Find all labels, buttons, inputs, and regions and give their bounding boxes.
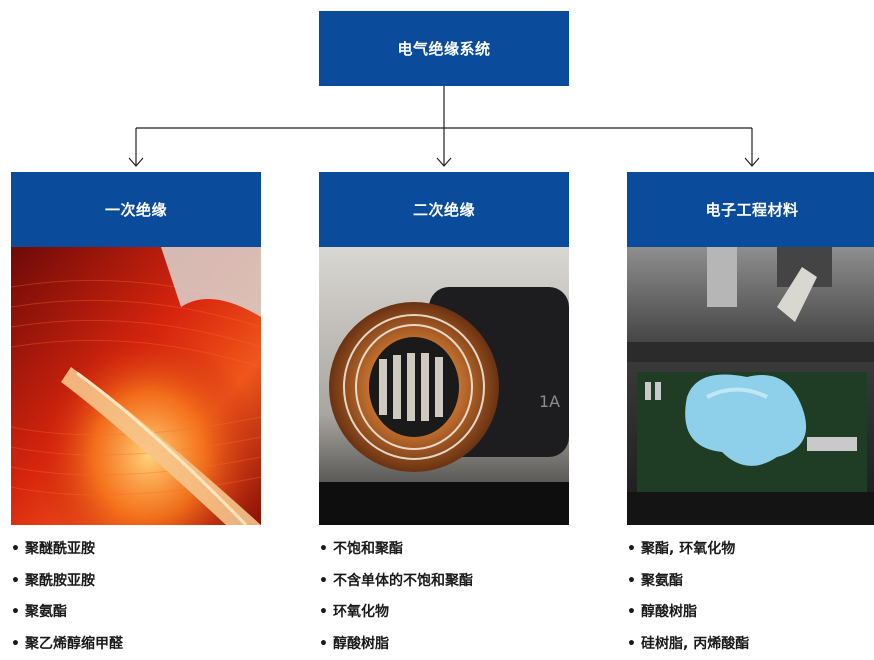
list-item: •醇酸树脂 — [319, 629, 473, 660]
svg-text:1A: 1A — [539, 392, 560, 411]
list-item: •环氧化物 — [319, 597, 473, 629]
list-item: •聚氨酯 — [627, 566, 749, 598]
material-list-electronics: •聚酯, 环氧化物 •聚氨酯 •醇酸树脂 •硅树脂, 丙烯酸酯 — [627, 534, 749, 660]
bullet-icon: • — [11, 534, 25, 566]
bullet-icon: • — [627, 629, 641, 660]
list-item: •聚醚酰亚胺 — [11, 534, 123, 566]
category-box-electronics: 电子工程材料 — [627, 172, 874, 247]
bullet-icon: • — [627, 566, 641, 598]
bullet-icon: • — [319, 597, 333, 629]
list-item: •不饱和聚酯 — [319, 534, 473, 566]
list-item: •不含单体的不饱和聚酯 — [319, 566, 473, 598]
list-item: •聚氨酯 — [11, 597, 123, 629]
bullet-icon: • — [11, 597, 25, 629]
material-list-primary: •聚醚酰亚胺 •聚酰胺亚胺 •聚氨酯 •聚乙烯醇缩甲醛 — [11, 534, 123, 660]
list-item: •聚酯, 环氧化物 — [627, 534, 749, 566]
list-item: •聚乙烯醇缩甲醛 — [11, 629, 123, 660]
copper-wire-coils-photo — [11, 247, 261, 525]
bullet-icon: • — [319, 629, 333, 660]
category-label: 一次绝缘 — [105, 199, 167, 220]
list-item: •醇酸树脂 — [627, 597, 749, 629]
list-item: •硅树脂, 丙烯酸酯 — [627, 629, 749, 660]
bullet-icon: • — [11, 566, 25, 598]
circuit-board-potting-photo — [627, 247, 874, 525]
motor-stator-winding-photo: 1A — [319, 247, 569, 525]
category-box-secondary: 二次绝缘 — [319, 172, 569, 247]
category-label: 二次绝缘 — [413, 199, 475, 220]
list-item: •聚酰胺亚胺 — [11, 566, 123, 598]
category-label: 电子工程材料 — [705, 199, 798, 220]
root-node-label: 电气绝缘系统 — [397, 38, 490, 59]
bullet-icon: • — [627, 534, 641, 566]
category-box-primary: 一次绝缘 — [11, 172, 261, 247]
material-list-secondary: •不饱和聚酯 •不含单体的不饱和聚酯 •环氧化物 •醇酸树脂 — [319, 534, 473, 660]
bullet-icon: • — [319, 566, 333, 598]
bullet-icon: • — [319, 534, 333, 566]
root-node-box: 电气绝缘系统 — [319, 11, 569, 86]
bullet-icon: • — [11, 629, 25, 660]
bullet-icon: • — [627, 597, 641, 629]
